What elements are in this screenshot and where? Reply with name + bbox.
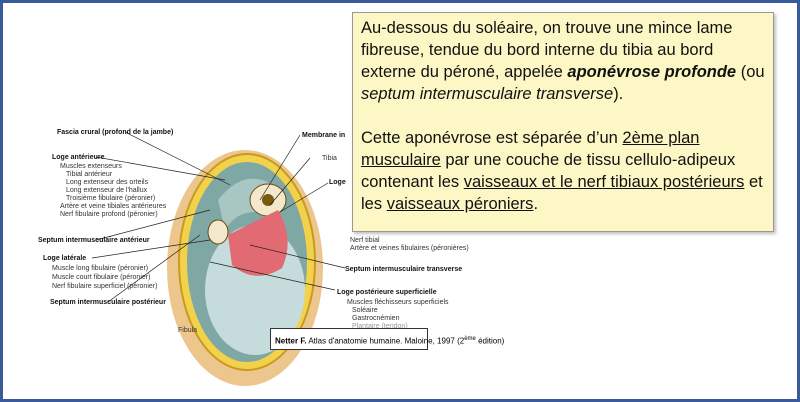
label-septum-posterieur: Septum intermusculaire postérieur [50,299,166,306]
label-item: Artère et veine tibiales antérieures [60,203,167,210]
label-item: Long extenseur des orteils [66,179,149,186]
text: par une couche de tissu cellulo-adipeux … [361,151,736,191]
label-item: Muscle court fibulaire (péronier) [52,274,151,281]
label-fascia-crural: Fascia crural (profond de la jambe) [57,129,174,136]
text: et les [361,173,763,213]
paragraph-1: Au-dessous du soléaire, on trouve une mi… [361,17,765,105]
label-item: Tibial antérieur [66,171,113,178]
citation-end: édition) [475,336,505,346]
label-item: Artère et veines fibulaires (péronières) [350,245,469,252]
label-item: Muscle long fibulaire (péronier) [52,265,149,272]
label-item: Gastrocnémien [352,315,400,322]
label-item: Plantaire (tendon) [352,323,408,330]
citation-author: Netter F. [275,336,307,346]
text: ). [613,85,624,103]
label-septum-transverse: Septum intermusculaire transverse [345,266,463,273]
paragraph-2: Cette aponévrose est séparée d’un 2ème p… [361,127,765,215]
underlined-term: vaisseaux péroniers [386,195,534,213]
label-item: Troisième fibulaire (péronier) [66,195,156,202]
label-loge-anterieure: Loge antérieure [52,154,105,161]
citation-box: Netter F. Atlas d'anatomie humaine. Malo… [270,328,504,350]
label-item: Muscles extenseurs [60,163,122,170]
label-item: Soléaire [352,307,378,314]
label-tibia: Tibia [322,155,337,162]
underlined-term: 2ème plan musculaire [361,129,700,169]
label-item: Nerf tibial [350,237,380,244]
emphasis-term: aponévrose profonde [567,63,737,81]
italic-term: septum intermusculaire transverse [361,85,614,103]
label-membrane: Membrane in [302,132,346,139]
label-septum-anterieur: Septum intermusculaire antérieur [38,237,150,244]
text: . [533,195,539,213]
label-fibula: Fibula [178,327,198,334]
label-loge: Loge [329,179,346,186]
label-item: Nerf fibulaire superficiel (péronier) [52,283,158,290]
text: Cette aponévrose est séparée d’un [361,129,623,147]
label-item: Nerf fibulaire profond (péronier) [60,211,158,218]
citation-text: Atlas d'anatomie humaine. Maloine, 1997 … [306,336,465,346]
underlined-term: vaisseaux et le nerf tibiaux postérieurs [463,173,745,191]
label-item: Long extenseur de l'hallux [66,187,148,194]
label-item: Muscles fléchisseurs superficiels [347,299,449,306]
label-loge-laterale: Loge latérale [43,255,87,262]
explanation-textbox: Au-dessous du soléaire, on trouve une mi… [352,12,774,232]
label-loge-posterieure-superficielle: Loge postérieure superficielle [337,289,437,296]
citation-sup: ème [464,336,476,342]
text: (ou [736,63,765,81]
text: Au-dessous du soléaire, on trouve une mi… [361,19,733,81]
